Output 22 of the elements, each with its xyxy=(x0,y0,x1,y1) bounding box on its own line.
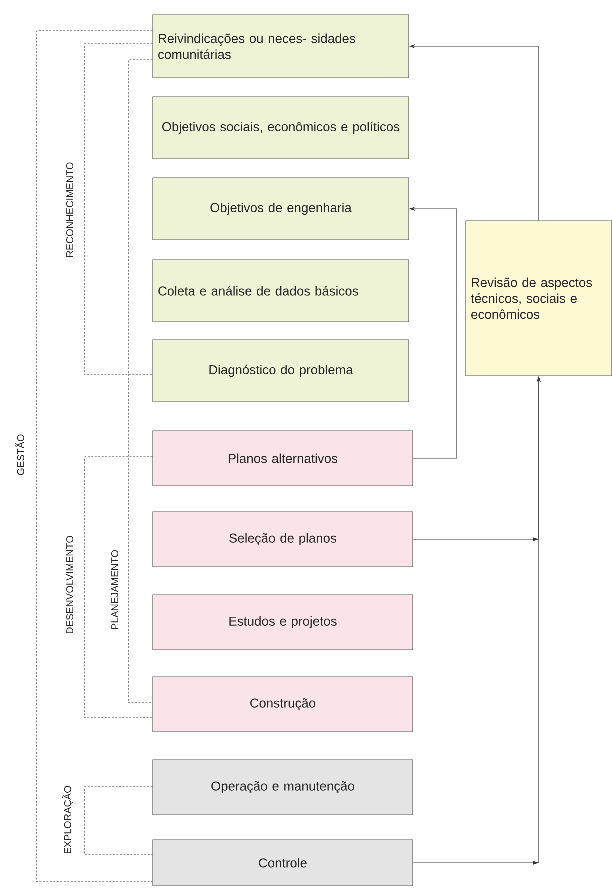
process-box: Seleção de planos xyxy=(152,512,414,568)
bracket-line xyxy=(84,44,153,376)
bracket-line xyxy=(84,786,153,856)
process-box: Controle xyxy=(152,840,414,886)
bracket-line xyxy=(36,30,153,882)
process-box: Objetivos de engenharia xyxy=(152,178,410,240)
process-box: Operação e manutenção xyxy=(152,760,414,816)
process-box: Diagnóstico do problema xyxy=(152,340,410,402)
process-box: Estudos e projetos xyxy=(152,594,414,650)
process-box: Construção xyxy=(152,676,414,732)
bracket-line xyxy=(84,456,153,718)
process-box: Coleta e análise de dados básicos xyxy=(152,260,410,322)
phase-label: EXPLORAÇÃO xyxy=(62,786,74,854)
review-box: Revisão de aspectos técnicos, sociais e econômicos xyxy=(466,220,612,376)
phase-label: PLANEJAMENTO xyxy=(111,550,119,630)
phase-label: DESENVOLVIMENTO xyxy=(66,536,74,634)
process-box: Reivindicações ou neces- sidades comunitárias xyxy=(152,14,410,78)
process-box: Planos alternativos xyxy=(152,430,414,486)
phase-label: GESTÃO xyxy=(16,434,24,476)
bracket-line xyxy=(128,60,153,704)
phase-label: RECONHECIMENTO xyxy=(66,162,74,257)
process-box: Objetivos sociais, econômicos e políticos xyxy=(152,96,410,160)
